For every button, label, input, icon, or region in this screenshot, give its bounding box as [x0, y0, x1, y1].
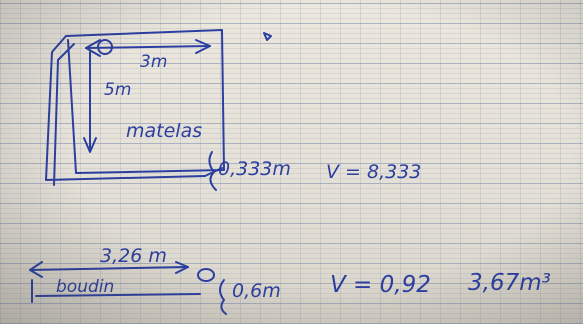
boudin-cylinder-sketch — [29, 261, 227, 315]
matelas-label: matelas — [126, 120, 203, 142]
boudin-volume-left: V = 0,92 — [330, 272, 431, 298]
boudin-volume-right: 3,67m³ — [468, 270, 551, 296]
boudin-label: boudin — [56, 277, 115, 297]
matelas-volume-label: V = 8,333 — [326, 161, 422, 183]
boudin-length-label: 3,26 m — [100, 245, 167, 267]
boudin-diameter-label: 0,6m — [232, 280, 281, 302]
dim-side-label: 5m — [104, 80, 132, 100]
matelas-height-label: 0,333m — [218, 158, 291, 180]
matelas-box-sketch — [45, 29, 272, 191]
dim-top-label: 3m — [140, 52, 168, 72]
